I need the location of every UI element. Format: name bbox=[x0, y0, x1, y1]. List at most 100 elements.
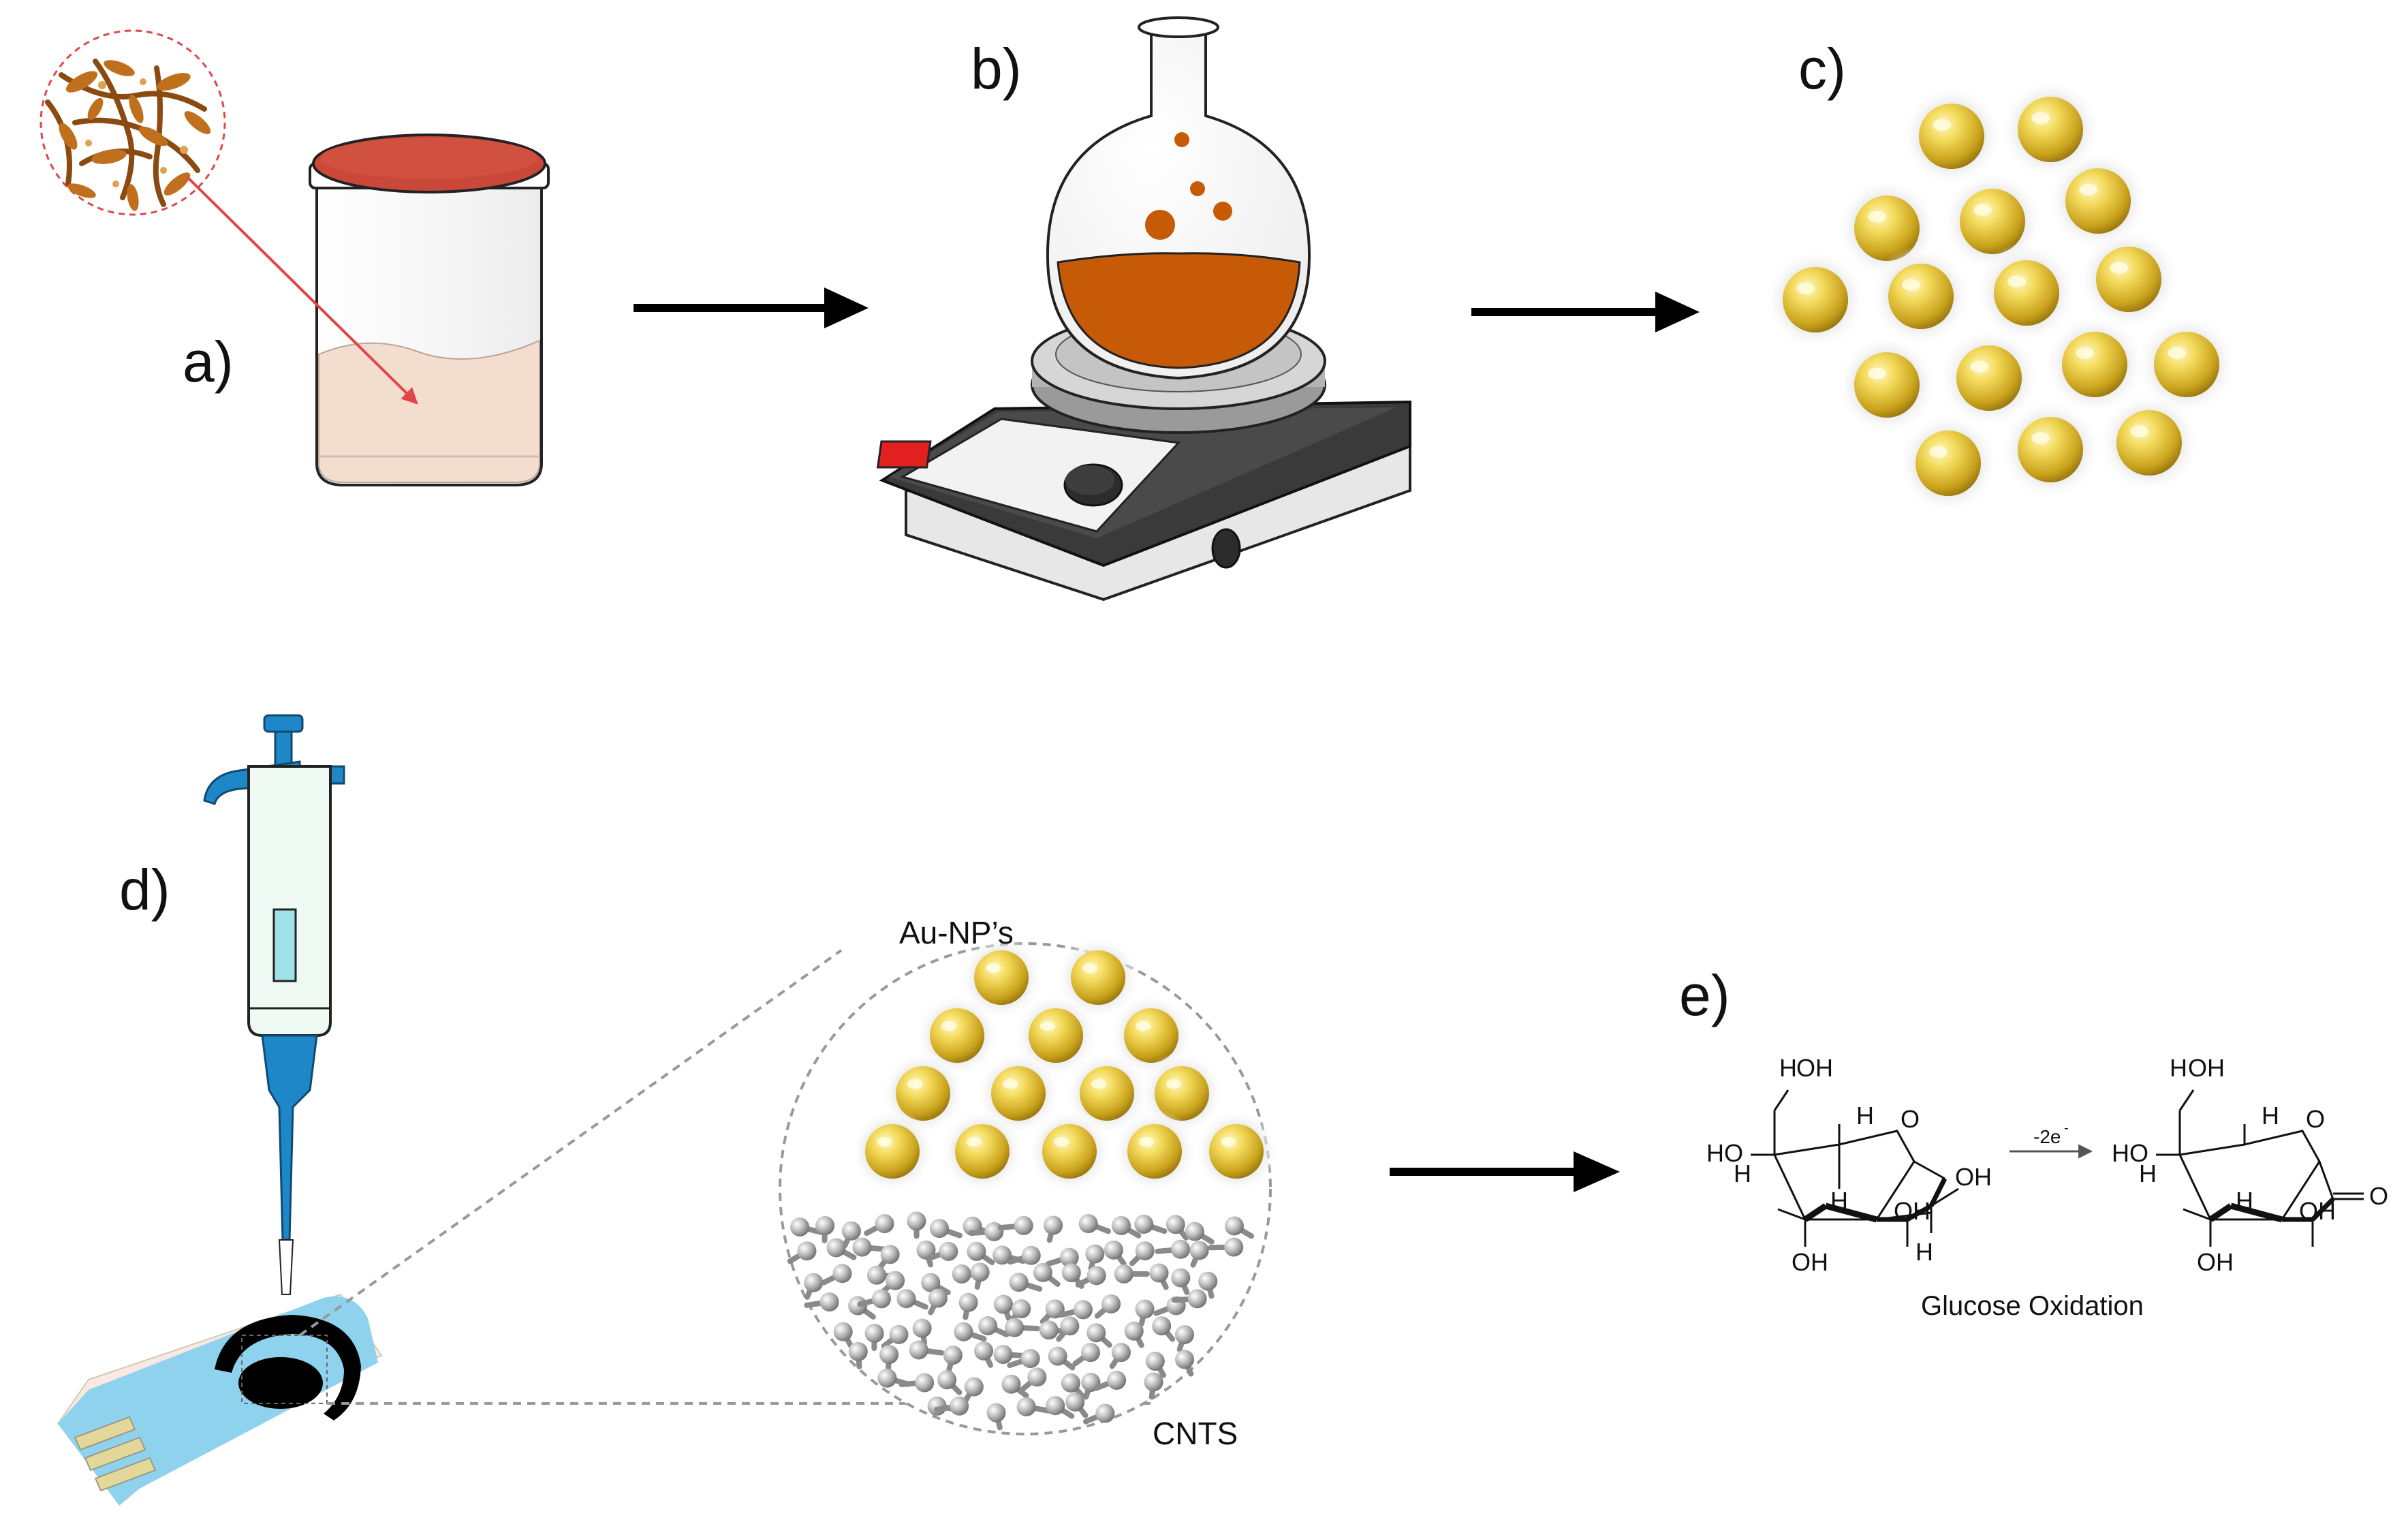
au-nanoparticle bbox=[2078, 228, 2180, 330]
cnt-node bbox=[1085, 1244, 1105, 1272]
cnt-node bbox=[1104, 1240, 1127, 1266]
au-nanoparticle bbox=[2047, 150, 2149, 252]
arrow-b-to-c bbox=[1471, 292, 1700, 332]
au-nanoparticle bbox=[1764, 249, 1866, 351]
cnt-node bbox=[787, 1241, 817, 1264]
cnt-node bbox=[928, 1288, 948, 1316]
cnt-node bbox=[1171, 1289, 1207, 1309]
screen-printed-electrode bbox=[57, 1293, 383, 1506]
cnt-node bbox=[993, 1294, 1013, 1322]
cnt-node bbox=[1007, 1349, 1040, 1369]
cnt-node bbox=[1155, 1239, 1191, 1259]
flask-bubbles bbox=[1145, 132, 1232, 240]
atom-h: H bbox=[2170, 1054, 2187, 1082]
cnt-node bbox=[1059, 1300, 1093, 1320]
cnt-node bbox=[963, 1377, 984, 1404]
atom-h: H bbox=[1916, 1238, 1933, 1266]
panel-b: b) bbox=[876, 16, 1411, 602]
au-nanoparticle bbox=[1897, 412, 1999, 514]
cnt-node bbox=[1198, 1271, 1218, 1299]
cnt-node bbox=[804, 1273, 824, 1300]
cnt-node bbox=[896, 1289, 928, 1310]
cnt-node bbox=[1094, 1294, 1121, 1319]
cnt-node bbox=[998, 1215, 1033, 1235]
au-nanoparticle bbox=[2044, 313, 2146, 416]
au-nanoparticle bbox=[2098, 392, 2200, 494]
au-nanoparticle bbox=[850, 1109, 935, 1194]
cnt-node bbox=[1185, 1222, 1215, 1245]
cnt-node bbox=[1175, 1350, 1195, 1377]
cnt-node bbox=[815, 1215, 835, 1243]
cnt-node bbox=[1174, 1325, 1194, 1352]
cnt-node bbox=[1111, 1216, 1142, 1239]
atom-carbonyl-o: O bbox=[2369, 1182, 2388, 1210]
au-nanoparticle-cluster bbox=[1764, 78, 2238, 514]
au-nanoparticle bbox=[959, 935, 1044, 1020]
zoom-line-top bbox=[298, 949, 843, 1337]
atom-h: H bbox=[2262, 1102, 2279, 1130]
cnt-node bbox=[833, 1322, 854, 1349]
cnt-node bbox=[1149, 1263, 1169, 1290]
cnt-node bbox=[864, 1214, 894, 1237]
au-nanoparticle bbox=[1975, 242, 2078, 344]
electrode-contacts bbox=[74, 1416, 157, 1492]
atom-h: H bbox=[1734, 1160, 1751, 1187]
panel-d: d) bbox=[57, 714, 1279, 1506]
atom-h: H bbox=[1830, 1187, 1848, 1215]
cnt-node bbox=[804, 1292, 839, 1312]
arrow-a-to-b bbox=[634, 287, 869, 328]
cnt-node bbox=[929, 1219, 963, 1239]
cnt-node bbox=[841, 1221, 861, 1248]
cnt-node bbox=[1046, 1396, 1075, 1419]
working-electrode bbox=[238, 1357, 323, 1409]
cnt-node bbox=[1005, 1318, 1041, 1337]
pipette-window bbox=[272, 908, 297, 982]
panel-d-label: d) bbox=[119, 858, 170, 922]
cnt-node bbox=[1072, 1343, 1100, 1367]
cnt-node bbox=[821, 1264, 852, 1286]
round-bottom-flask bbox=[1046, 16, 1311, 380]
cnt-node bbox=[1016, 1397, 1052, 1416]
cnt-node bbox=[1056, 1316, 1080, 1342]
cnt-node bbox=[1086, 1323, 1112, 1348]
cnt-node bbox=[1045, 1247, 1079, 1267]
au-nanoparticle bbox=[1938, 327, 2040, 429]
arrow-d-to-e bbox=[1390, 1151, 1620, 1192]
au-nanoparticle bbox=[1836, 334, 1938, 436]
panel-b-label: b) bbox=[971, 37, 1022, 101]
cnt-node bbox=[978, 1316, 1010, 1337]
panel-e: e) H bbox=[1679, 963, 2388, 1321]
cnt-node bbox=[1075, 1266, 1106, 1288]
atom-oh: OH bbox=[2299, 1197, 2336, 1225]
panel-c-label: c) bbox=[1798, 37, 1846, 101]
cnt-node bbox=[1135, 1299, 1155, 1327]
cnt-node bbox=[986, 1403, 1006, 1431]
cnt-node bbox=[1094, 1371, 1127, 1391]
cnt-node bbox=[1044, 1215, 1063, 1243]
cnt-node bbox=[1001, 1374, 1029, 1399]
panel-a-label: a) bbox=[183, 330, 234, 394]
counter-electrode bbox=[215, 1315, 361, 1420]
cnt-node bbox=[1144, 1372, 1163, 1400]
cnt-node bbox=[898, 1373, 935, 1393]
glucose-structure: H OH HO H H O H OH OH OH H bbox=[1706, 1054, 1992, 1276]
cnt-node bbox=[879, 1345, 899, 1373]
cnt-node bbox=[1048, 1346, 1076, 1371]
panel-a: a) bbox=[40, 29, 550, 486]
seaweed-inset bbox=[40, 29, 226, 216]
cnt-node bbox=[1129, 1241, 1155, 1266]
au-nanoparticle bbox=[1999, 399, 2101, 501]
au-nanoparticle bbox=[1870, 245, 1972, 347]
hotplate-display bbox=[876, 440, 932, 469]
atom-h: H bbox=[1779, 1054, 1797, 1082]
cnt-node bbox=[967, 1241, 995, 1266]
atom-oh: OH bbox=[2188, 1054, 2225, 1082]
electron-loss-label: -2e bbox=[2033, 1126, 2061, 1147]
hotplate-side-knob bbox=[1211, 528, 1241, 569]
cnt-node bbox=[1145, 1352, 1167, 1378]
cnt-node bbox=[943, 1346, 963, 1373]
cnt-node bbox=[1124, 1321, 1144, 1348]
au-nanoparticle bbox=[1056, 935, 1140, 1020]
jar-powder bbox=[318, 339, 540, 483]
cnt-node bbox=[1020, 1367, 1047, 1392]
